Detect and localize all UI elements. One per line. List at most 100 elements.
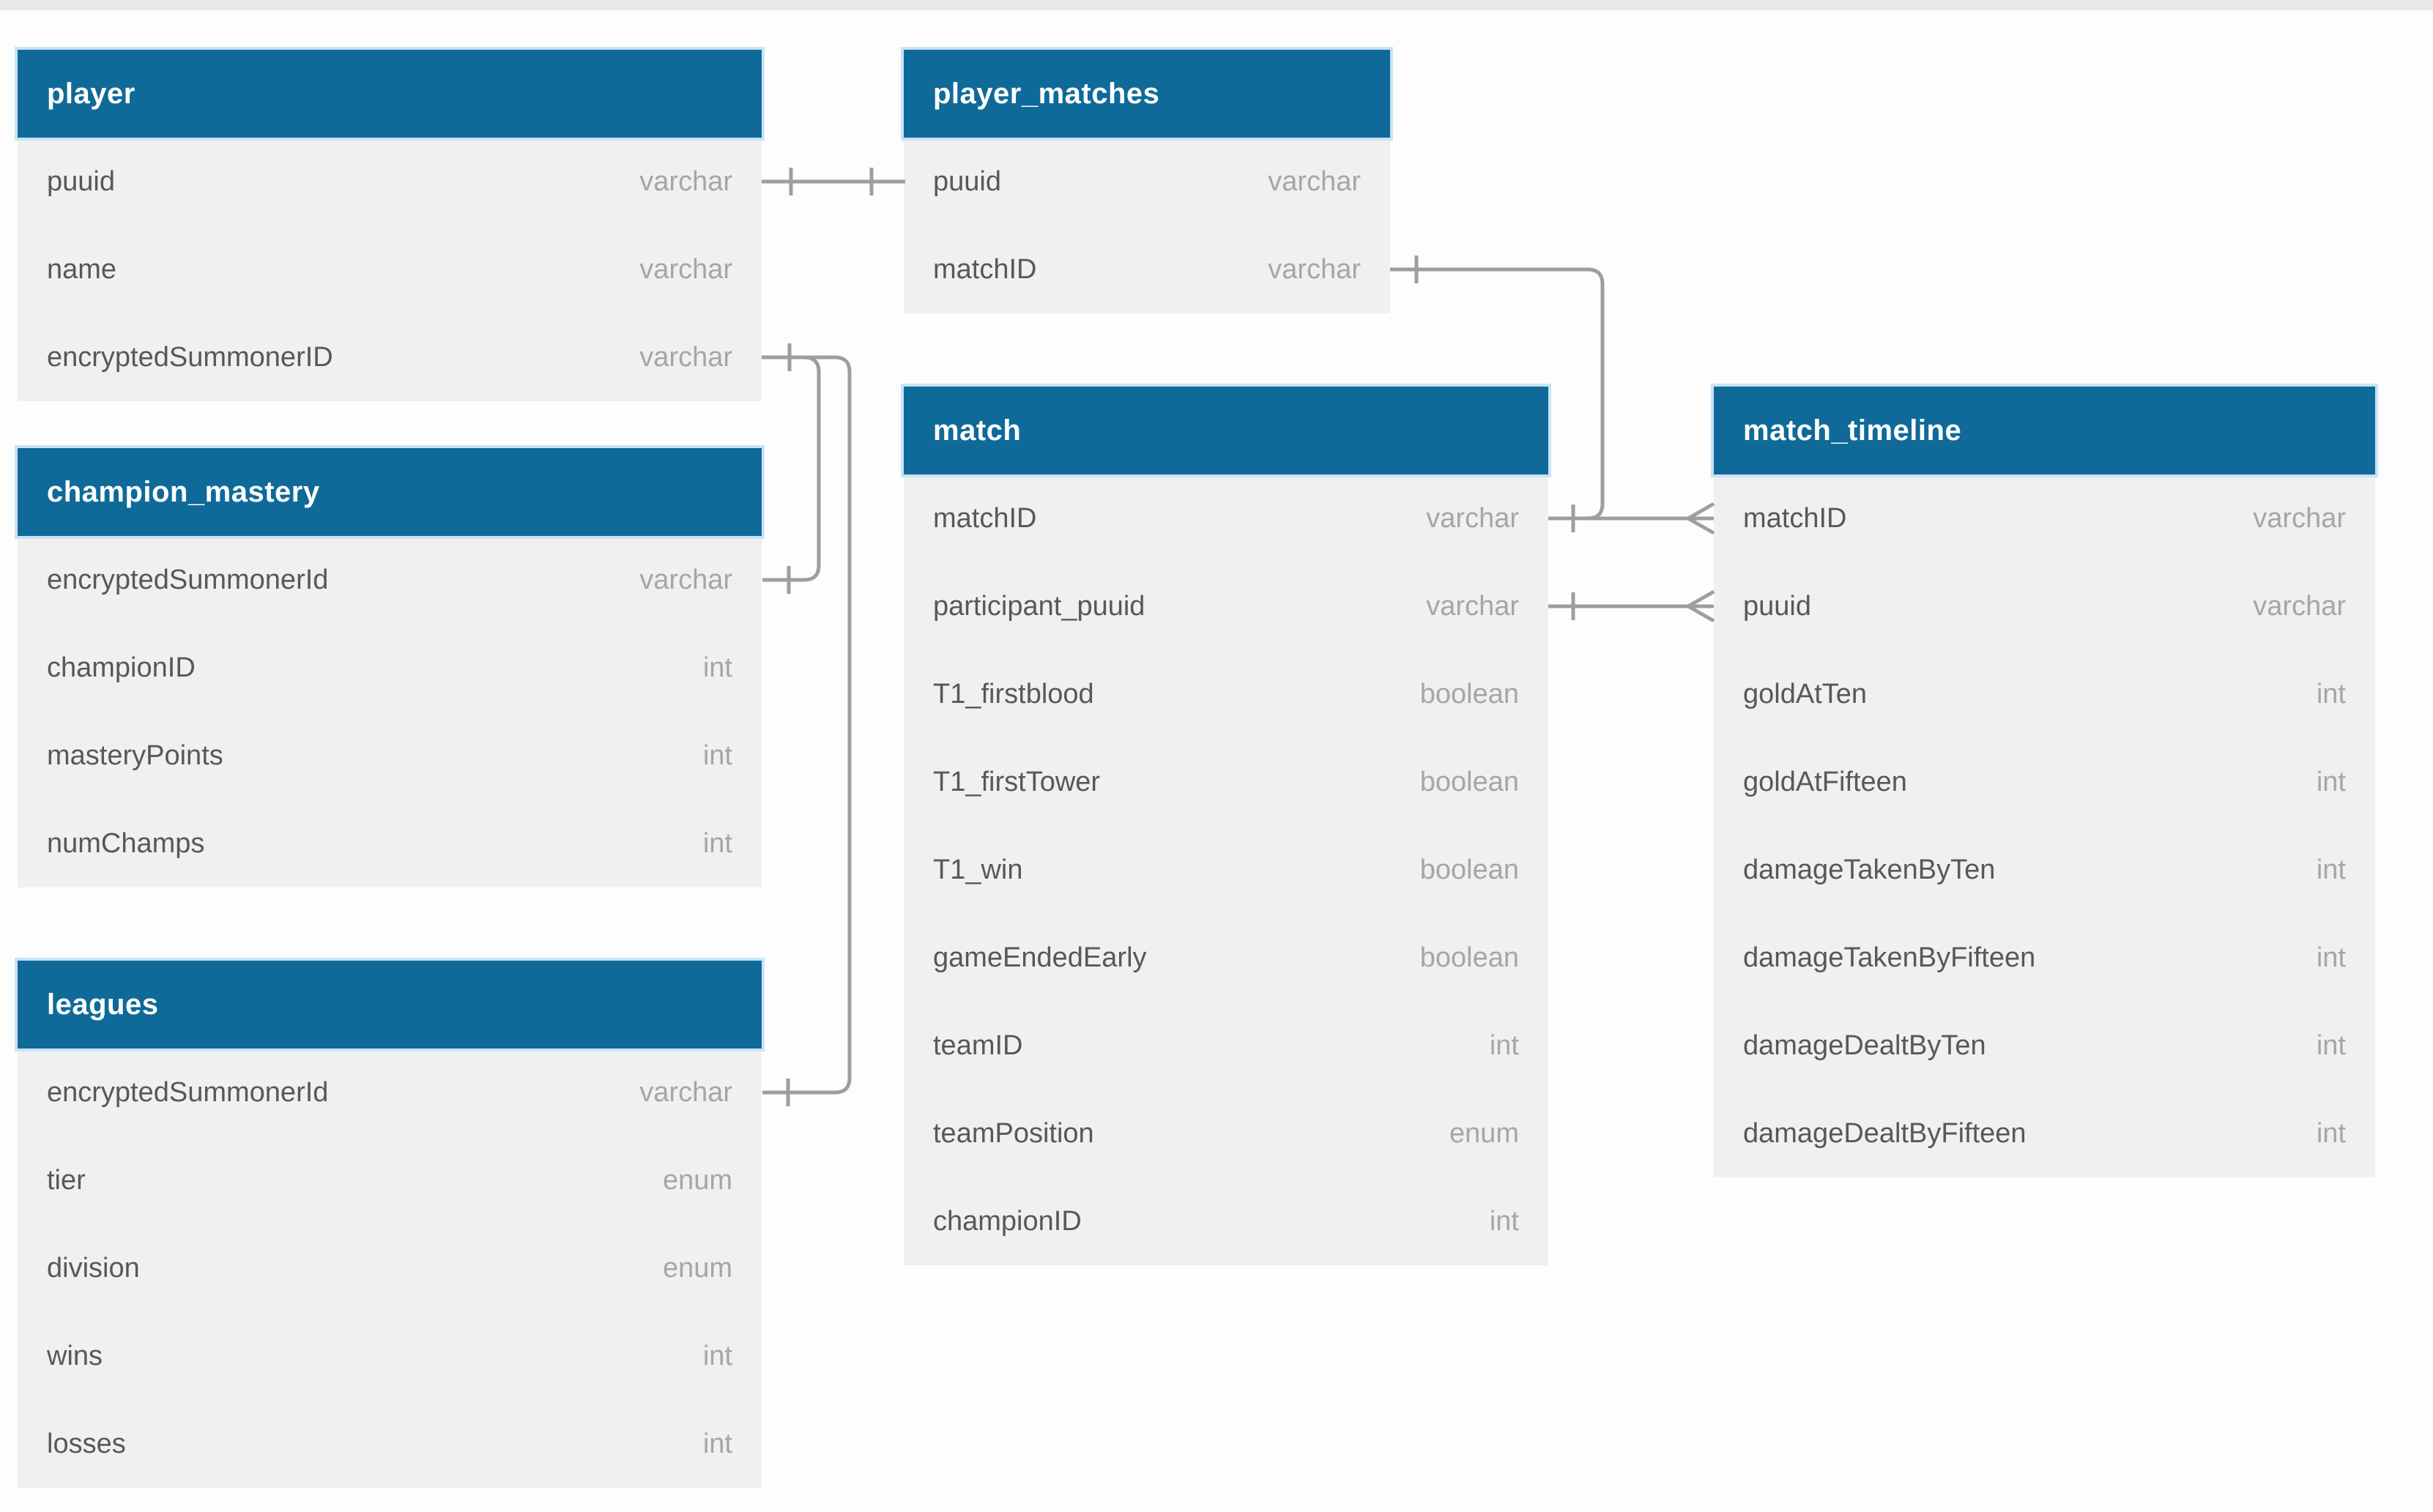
field-name: teamPosition (933, 1117, 1094, 1149)
champion_mastery-row-masteryPoints[interactable]: masteryPoints int (18, 712, 762, 800)
field-type: int (2316, 766, 2346, 797)
player-row-encryptedSummonerID[interactable]: encryptedSummonerID varchar (18, 313, 762, 401)
field-type: boolean (1419, 678, 1519, 710)
field-type: varchar (2253, 590, 2346, 622)
match-row-teamID[interactable]: teamID int (904, 1002, 1548, 1090)
player-row-puuid[interactable]: puuid varchar (18, 138, 762, 226)
field-type: boolean (1419, 942, 1519, 973)
match_timeline-row-damageTakenByTen[interactable]: damageTakenByTen int (1714, 826, 2375, 914)
field-name: encryptedSummonerId (47, 564, 329, 595)
field-type: varchar (639, 165, 732, 197)
champion_mastery-row-encryptedSummonerId[interactable]: encryptedSummonerId varchar (18, 536, 762, 624)
field-name: name (47, 253, 117, 285)
field-type: int (702, 1428, 732, 1459)
field-name: matchID (933, 502, 1037, 534)
leagues-row-division[interactable]: division enum (18, 1224, 762, 1312)
field-name: wins (47, 1340, 103, 1371)
match-row-teamPosition[interactable]: teamPosition enum (904, 1090, 1548, 1177)
field-type: varchar (639, 341, 732, 373)
field-type: int (702, 827, 732, 859)
leagues-row-encryptedSummonerId[interactable]: encryptedSummonerId varchar (18, 1049, 762, 1136)
match-row-T1_win[interactable]: T1_win boolean (904, 826, 1548, 914)
field-type: varchar (1426, 502, 1519, 534)
match_timeline-row-damageTakenByFifteen[interactable]: damageTakenByFifteen int (1714, 914, 2375, 1002)
field-name: masteryPoints (47, 740, 223, 771)
top-border (0, 0, 2433, 10)
field-name: goldAtTen (1743, 678, 1868, 710)
field-name: gameEndedEarly (933, 942, 1147, 973)
field-name: division (47, 1252, 140, 1284)
field-name: damageTakenByFifteen (1743, 942, 2036, 973)
field-name: goldAtFifteen (1743, 766, 1907, 797)
field-type: int (2316, 1029, 2346, 1061)
table-title: player_matches (933, 77, 1160, 110)
field-type: int (702, 740, 732, 771)
field-name: T1_firstblood (933, 678, 1094, 710)
match-row-matchID[interactable]: matchID varchar (904, 474, 1548, 562)
table-title: match (933, 414, 1022, 447)
field-name: matchID (933, 253, 1037, 285)
field-name: puuid (47, 165, 115, 197)
table-champion_mastery[interactable]: champion_mastery encryptedSummonerId varch… (15, 445, 765, 887)
match_timeline-row-goldAtFifteen[interactable]: goldAtFifteen int (1714, 738, 2375, 826)
field-name: championID (933, 1205, 1082, 1237)
field-type: boolean (1419, 766, 1519, 797)
field-type: int (2316, 854, 2346, 885)
field-type: int (1489, 1029, 1519, 1061)
field-type: boolean (1419, 854, 1519, 885)
match-row-T1_firstblood[interactable]: T1_firstblood boolean (904, 650, 1548, 738)
table-champion_mastery-header[interactable]: champion_mastery (15, 445, 765, 539)
field-type: varchar (639, 1076, 732, 1108)
field-type: varchar (639, 564, 732, 595)
match_timeline-row-puuid[interactable]: puuid varchar (1714, 562, 2375, 650)
field-name: damageTakenByTen (1743, 854, 1996, 885)
match_timeline-row-damageDealtByFifteen[interactable]: damageDealtByFifteen int (1714, 1090, 2375, 1177)
field-name: puuid (1743, 590, 1811, 622)
table-title: leagues (47, 988, 159, 1021)
champion_mastery-row-numChamps[interactable]: numChamps int (18, 800, 762, 887)
field-name: teamID (933, 1029, 1023, 1061)
table-player-header[interactable]: player (15, 47, 765, 141)
table-player_matches-header[interactable]: player_matches (901, 47, 1393, 141)
field-type: int (1489, 1205, 1519, 1237)
field-type: int (2316, 942, 2346, 973)
table-match-header[interactable]: match (901, 384, 1551, 477)
table-leagues-header[interactable]: leagues (15, 958, 765, 1051)
field-name: T1_win (933, 854, 1023, 885)
leagues-row-losses[interactable]: losses int (18, 1400, 762, 1488)
field-name: numChamps (47, 827, 205, 859)
field-type: enum (662, 1252, 732, 1284)
field-name: encryptedSummonerId (47, 1076, 329, 1108)
table-title: match_timeline (1743, 414, 1962, 447)
field-name: encryptedSummonerID (47, 341, 333, 373)
table-title: player (47, 77, 135, 110)
match-row-championID[interactable]: championID int (904, 1177, 1548, 1265)
field-name: losses (47, 1428, 126, 1459)
table-match_timeline-header[interactable]: match_timeline (1711, 384, 2378, 477)
field-name: damageDealtByFifteen (1743, 1117, 2027, 1149)
field-type: enum (1449, 1117, 1519, 1149)
field-type: int (2316, 1117, 2346, 1149)
match-row-gameEndedEarly[interactable]: gameEndedEarly boolean (904, 914, 1548, 1002)
